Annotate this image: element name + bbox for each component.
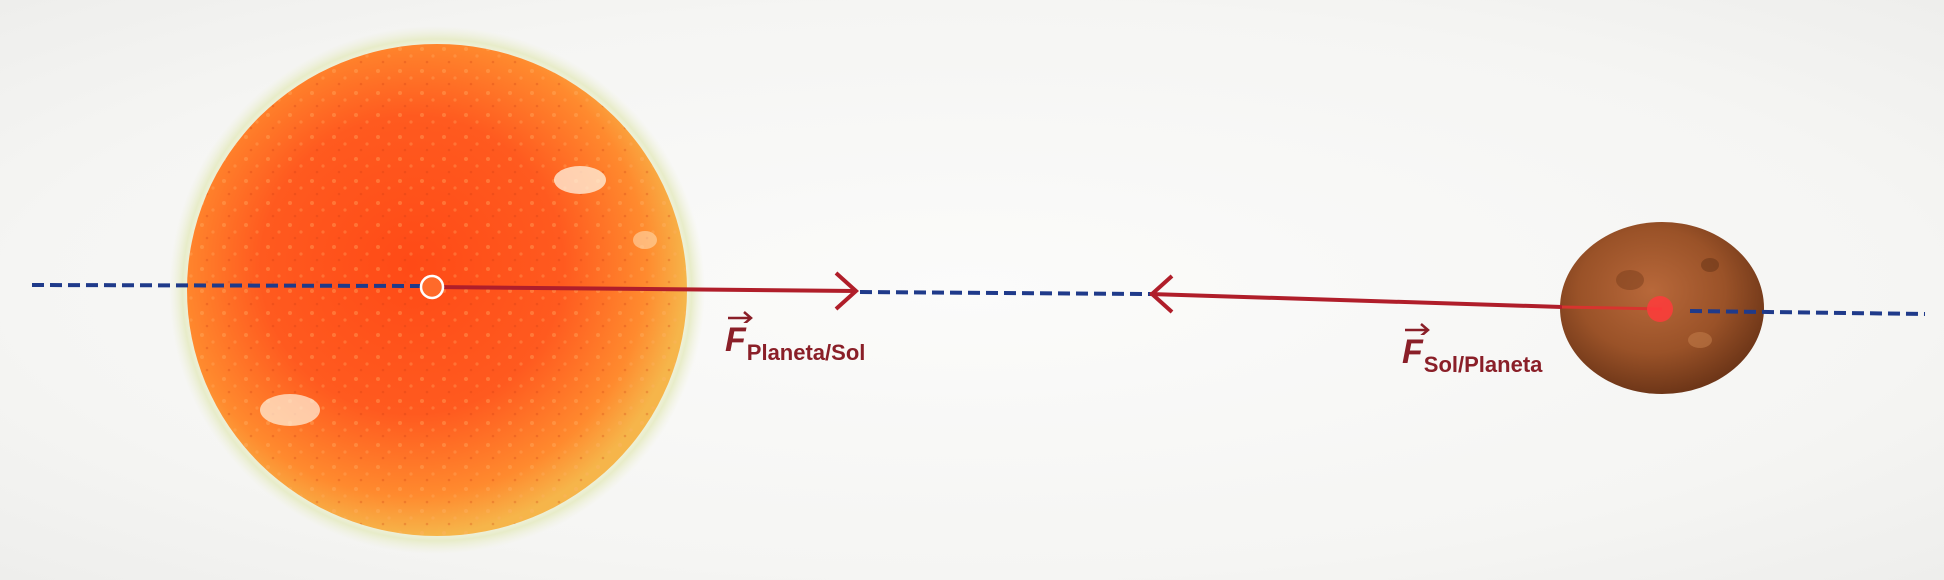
force-label-planeta-sol: F Planeta/Sol [725, 311, 865, 364]
force-subscript: Sol/Planeta [1423, 352, 1543, 377]
planet-center-marker [1647, 296, 1673, 322]
sun-center-marker [419, 274, 445, 300]
sun-icon [169, 26, 705, 554]
vector-arrow-icon [728, 311, 753, 323]
vector-arrow-icon [1405, 323, 1430, 335]
force-symbol: F [1402, 333, 1423, 371]
force-label-sol-planeta: F Sol/Planeta [1402, 323, 1542, 376]
force-arrow-planeta-sol [431, 271, 859, 311]
axis-line [31, 283, 1926, 316]
force-symbol: F [725, 321, 746, 359]
force-subscript: Planeta/Sol [746, 340, 866, 365]
force-arrow-sol-planeta [1149, 274, 1663, 314]
